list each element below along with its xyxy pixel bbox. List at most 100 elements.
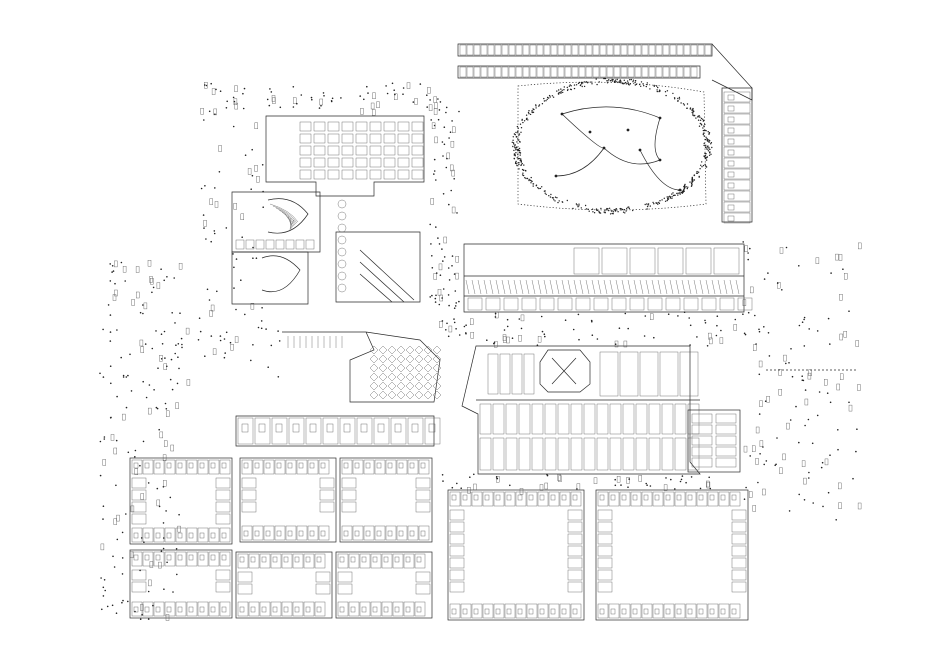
street-dot	[745, 486, 747, 489]
parked-car	[650, 313, 654, 320]
unit-core	[572, 494, 578, 501]
street-dot	[139, 464, 141, 467]
tree	[657, 203, 659, 205]
street-dot	[798, 493, 800, 496]
parked-car	[149, 561, 154, 568]
house-unit	[319, 477, 335, 489]
street-dot	[261, 307, 263, 309]
parked-car	[254, 165, 258, 172]
parked-car	[706, 481, 711, 489]
paving-tile	[369, 363, 379, 373]
street-dot	[169, 378, 172, 381]
tree	[520, 158, 522, 160]
tree	[656, 85, 658, 87]
tree	[677, 100, 679, 103]
tree	[604, 209, 606, 211]
house-unit	[515, 491, 527, 507]
stair-tread	[489, 279, 494, 295]
tree	[658, 89, 661, 91]
parked-car	[520, 314, 525, 322]
tree	[699, 116, 701, 118]
house-unit	[715, 457, 737, 468]
street-dot	[116, 395, 118, 398]
street-dot	[252, 246, 254, 249]
house-unit	[449, 569, 465, 581]
unit-core	[572, 608, 578, 615]
hall-bay	[544, 437, 557, 471]
room	[369, 133, 382, 144]
street-dot	[456, 482, 458, 485]
house-unit	[237, 583, 253, 595]
tree	[666, 196, 668, 198]
terrace-unit	[641, 44, 649, 56]
street-dot	[172, 591, 174, 593]
street-dot	[213, 230, 216, 232]
street-dot	[803, 316, 806, 319]
stair-tread	[723, 279, 728, 295]
street-dot	[649, 485, 652, 487]
parked-car	[519, 488, 524, 495]
tree	[544, 192, 546, 194]
tree	[703, 135, 705, 137]
stair-tread	[609, 279, 614, 295]
tree	[653, 203, 655, 205]
house-unit	[356, 417, 373, 445]
street-dot	[125, 376, 128, 378]
house-unit	[407, 417, 424, 445]
street-dot	[166, 276, 168, 278]
terrace-unit	[599, 44, 607, 56]
street-dot	[749, 247, 751, 250]
tree	[620, 209, 622, 211]
unit-core	[309, 423, 317, 433]
unit-core	[550, 494, 556, 501]
parked-car	[786, 422, 790, 430]
hall-bay	[679, 351, 699, 397]
street-dot	[225, 227, 228, 229]
parked-car	[427, 87, 431, 94]
tree	[561, 89, 563, 92]
street-dot	[442, 155, 444, 157]
street-dot	[127, 451, 130, 454]
street-dot	[455, 328, 457, 330]
house-unit	[131, 551, 143, 567]
parked-car	[708, 332, 712, 340]
hall-bay	[583, 403, 596, 435]
tree	[557, 201, 559, 204]
street-dot	[251, 148, 253, 151]
unit-core	[665, 608, 671, 615]
tree	[691, 177, 693, 179]
tree	[674, 194, 676, 196]
street-dot	[759, 453, 761, 455]
tree	[623, 79, 625, 82]
paving-tile	[405, 390, 415, 400]
street-dot	[429, 223, 432, 226]
street-dot	[627, 486, 629, 489]
room	[313, 145, 326, 156]
stair-tread	[501, 279, 506, 295]
terrace-unit	[723, 168, 751, 180]
street-dot	[142, 440, 145, 443]
parked-car	[733, 324, 737, 331]
street-dot	[749, 455, 751, 457]
street-dot	[102, 505, 105, 508]
parked-car	[250, 303, 255, 310]
street-dot	[644, 315, 647, 317]
house-unit	[215, 581, 231, 593]
street-dot	[785, 362, 787, 365]
parked-car	[233, 203, 237, 210]
street-dot	[174, 322, 176, 324]
civic-complex	[231, 115, 425, 305]
street-dot	[111, 271, 113, 273]
tree	[515, 152, 517, 154]
north-housing-terrace	[457, 43, 753, 101]
house-unit	[608, 491, 620, 507]
parked-car	[122, 413, 126, 421]
tree	[337, 283, 347, 293]
street-dot	[624, 312, 627, 315]
street-dot	[139, 569, 141, 572]
parked-car	[495, 311, 499, 319]
street-dot	[109, 331, 112, 333]
street-dot	[261, 164, 264, 166]
unit-core	[720, 608, 726, 615]
tree	[635, 83, 638, 86]
